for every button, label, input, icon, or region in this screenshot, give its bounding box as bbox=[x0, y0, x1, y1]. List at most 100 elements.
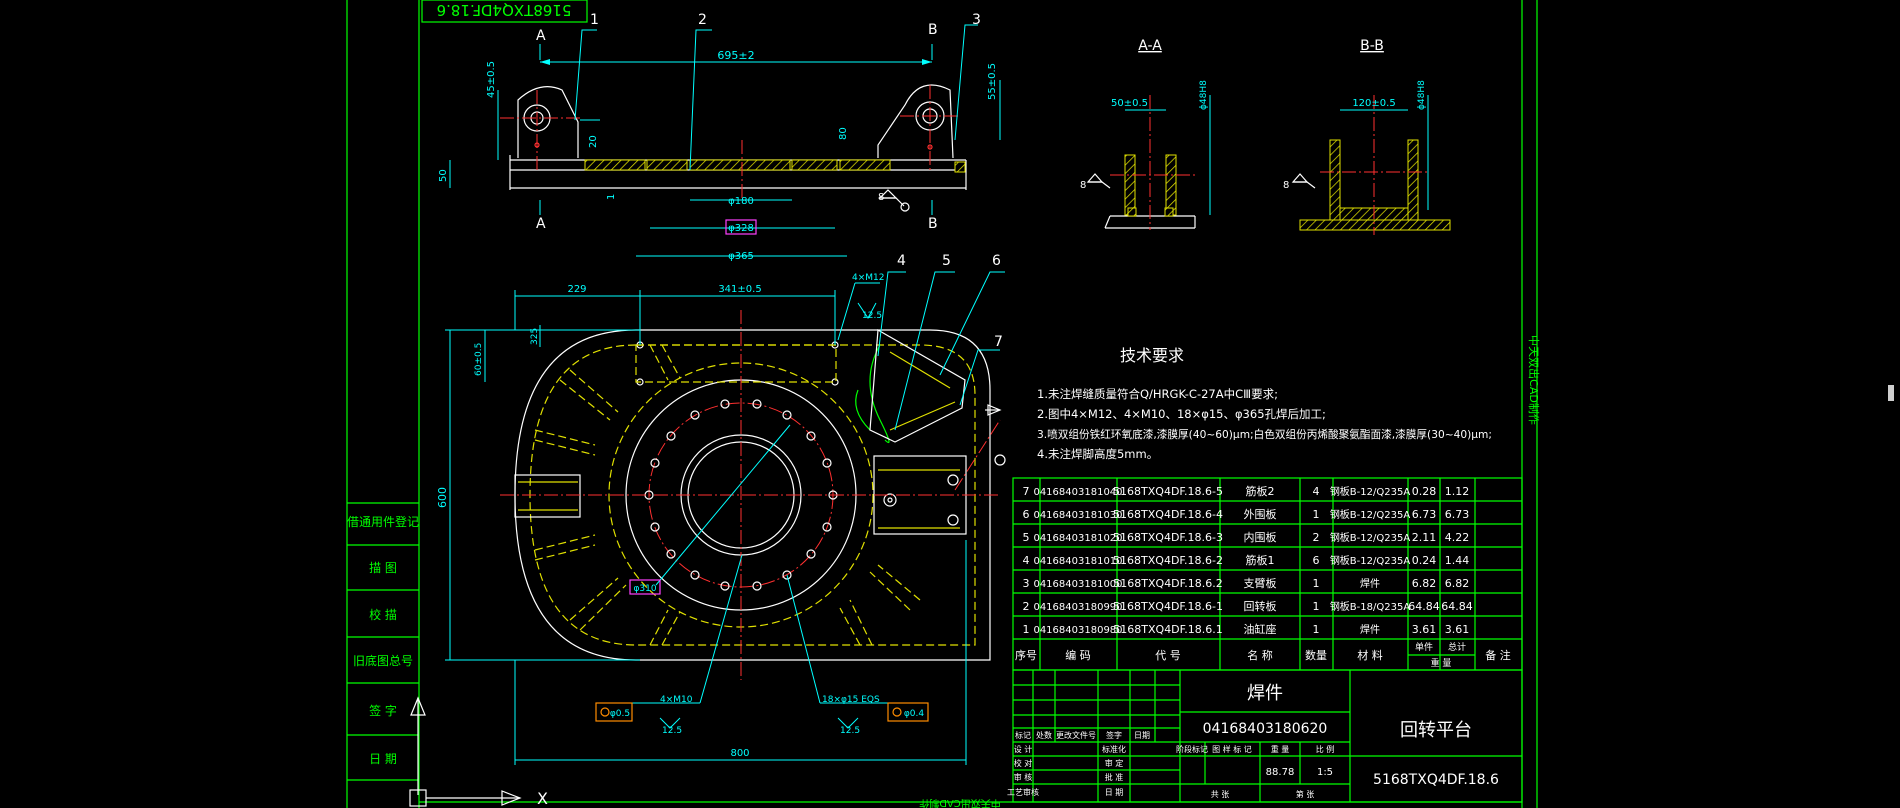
svg-text:X: X bbox=[537, 789, 548, 808]
svg-text:04168403180980: 04168403180980 bbox=[1033, 625, 1122, 636]
svg-text:2.11: 2.11 bbox=[1412, 531, 1437, 544]
svg-text:45±0.5: 45±0.5 bbox=[486, 61, 497, 98]
svg-text:φ328: φ328 bbox=[728, 223, 754, 234]
svg-text:焊件: 焊件 bbox=[1360, 624, 1380, 636]
svg-text:5: 5 bbox=[1023, 531, 1030, 544]
svg-text:标准化: 标准化 bbox=[1102, 744, 1126, 754]
svg-text:1: 1 bbox=[1313, 623, 1320, 636]
svg-text:A: A bbox=[536, 28, 546, 44]
svg-text:600: 600 bbox=[436, 487, 449, 508]
svg-text:341±0.5: 341±0.5 bbox=[718, 284, 761, 295]
svg-text:外围板: 外围板 bbox=[1244, 507, 1277, 521]
svg-text:审 定: 审 定 bbox=[1105, 758, 1124, 768]
part-label-7: 7 bbox=[994, 334, 1003, 350]
svg-text:回转板: 回转板 bbox=[1244, 599, 1277, 613]
svg-text:6.73: 6.73 bbox=[1445, 508, 1470, 521]
svg-text:4.22: 4.22 bbox=[1445, 531, 1470, 544]
svg-text:6.82: 6.82 bbox=[1445, 577, 1470, 590]
tech-req-line: 1.未注焊缝质量符合Q/HRGK-C-27A中CⅢ要求; bbox=[1037, 387, 1278, 401]
top-code-box: 5168TXQ4DF.18.6 bbox=[421, 0, 588, 23]
svg-text:审 核: 审 核 bbox=[1014, 772, 1033, 782]
svg-text:04168403180990: 04168403180990 bbox=[1033, 602, 1122, 613]
svg-text:钢板B-12/Q235A: 钢板B-12/Q235A bbox=[1330, 508, 1411, 521]
front-view: A A B B 695±2 45±0.5 50 20 1 80 55±0.5 φ… bbox=[438, 12, 1001, 262]
section-aa-title: A-A bbox=[1138, 38, 1162, 54]
svg-text:4: 4 bbox=[1313, 485, 1320, 498]
svg-text:比 例: 比 例 bbox=[1316, 744, 1335, 754]
table-row: 3 04168403181000 5168TXQ4DF.18.6.2 支臂板 1… bbox=[1023, 576, 1470, 590]
svg-text:批 准: 批 准 bbox=[1105, 772, 1124, 782]
svg-text:12.5: 12.5 bbox=[840, 726, 860, 736]
svg-text:2: 2 bbox=[1023, 600, 1030, 613]
section-aa: A-A 50±0.5 ϕ48H8 8 bbox=[1080, 38, 1211, 230]
svg-text:材 料: 材 料 bbox=[1357, 648, 1383, 662]
svg-text:3.61: 3.61 bbox=[1412, 623, 1437, 636]
part-label-1: 1 bbox=[590, 12, 599, 28]
svg-text:120±0.5: 120±0.5 bbox=[1352, 98, 1395, 109]
svg-text:B: B bbox=[928, 22, 938, 38]
svg-text:5168TXQ4DF.18.6-5: 5168TXQ4DF.18.6-5 bbox=[1113, 485, 1223, 498]
svg-text:229: 229 bbox=[567, 284, 586, 295]
strip-label: 校 描 bbox=[369, 607, 397, 622]
svg-text:φ365: φ365 bbox=[728, 251, 754, 262]
svg-text:5168TXQ4DF.18.6-2: 5168TXQ4DF.18.6-2 bbox=[1113, 554, 1223, 567]
svg-text:钢板B-18/Q235A: 钢板B-18/Q235A bbox=[1330, 600, 1411, 613]
title-scale: 1:5 bbox=[1317, 767, 1333, 778]
svg-text:2: 2 bbox=[1313, 531, 1320, 544]
ucs-icon: X bbox=[409, 696, 548, 808]
svg-text:04168403181000: 04168403181000 bbox=[1033, 579, 1122, 590]
svg-text:序号: 序号 bbox=[1015, 648, 1037, 662]
svg-text:数量: 数量 bbox=[1305, 649, 1327, 662]
strip-label: 签 字 bbox=[369, 703, 397, 718]
svg-text:50: 50 bbox=[438, 169, 449, 182]
table-row: 4 04168403181010 5168TXQ4DF.18.6-2 筋板1 6… bbox=[1023, 553, 1470, 567]
svg-text:18×φ15 EQS: 18×φ15 EQS bbox=[822, 695, 880, 705]
svg-text:名 称: 名 称 bbox=[1247, 648, 1273, 662]
part-label-2: 2 bbox=[698, 12, 707, 28]
svg-text:1: 1 bbox=[1023, 623, 1030, 636]
svg-text:5168TXQ4DF.18.6-1: 5168TXQ4DF.18.6-1 bbox=[1113, 600, 1223, 613]
title-drawing-no: 5168TXQ4DF.18.6 bbox=[1373, 772, 1499, 788]
svg-text:64.84: 64.84 bbox=[1408, 600, 1440, 613]
table-row: 2 04168403180990 5168TXQ4DF.18.6-1 回转板 1… bbox=[1023, 599, 1473, 613]
part-label-6: 6 bbox=[992, 253, 1001, 269]
svg-text:阶段标记: 阶段标记 bbox=[1176, 744, 1208, 754]
svg-text:共 张: 共 张 bbox=[1211, 790, 1230, 799]
svg-text:6.82: 6.82 bbox=[1412, 577, 1437, 590]
svg-text:60±0.5: 60±0.5 bbox=[474, 343, 484, 376]
svg-text:总计: 总计 bbox=[1448, 641, 1466, 653]
svg-text:B: B bbox=[928, 216, 938, 232]
side-label: 中天双出CAD制作 bbox=[1527, 335, 1541, 425]
svg-text:4: 4 bbox=[1023, 554, 1030, 567]
svg-text:1: 1 bbox=[1313, 600, 1320, 613]
svg-text:6.73: 6.73 bbox=[1412, 508, 1437, 521]
svg-text:12.5: 12.5 bbox=[862, 311, 882, 321]
svg-text:钢板B-12/Q235A: 钢板B-12/Q235A bbox=[1330, 485, 1411, 498]
svg-text:日期: 日期 bbox=[1134, 731, 1150, 740]
svg-text:0.28: 0.28 bbox=[1412, 485, 1437, 498]
svg-text:04168403181020: 04168403181020 bbox=[1033, 533, 1122, 544]
svg-text:5168TXQ4DF.18.6.2: 5168TXQ4DF.18.6.2 bbox=[1113, 577, 1222, 590]
scrollbar-thumb[interactable] bbox=[1888, 385, 1894, 401]
svg-text:ϕ48H8: ϕ48H8 bbox=[1417, 80, 1427, 110]
svg-text:φ0.4: φ0.4 bbox=[904, 709, 925, 719]
svg-text:筋板2: 筋板2 bbox=[1246, 484, 1275, 498]
svg-text:日 期: 日 期 bbox=[1105, 788, 1124, 797]
title-block: 标记 处数 更改文件号 签字 日期 设 计 校 对 审 核 工艺审核 标准化 审… bbox=[1007, 669, 1523, 803]
svg-text:50±0.5: 50±0.5 bbox=[1111, 98, 1148, 109]
svg-text:焊件: 焊件 bbox=[1360, 578, 1380, 590]
section-bb-title: B-B bbox=[1360, 38, 1384, 54]
title-name: 回转平台 bbox=[1400, 720, 1472, 741]
svg-text:处数: 处数 bbox=[1036, 730, 1052, 740]
svg-text:1: 1 bbox=[1313, 577, 1320, 590]
svg-text:单件: 单件 bbox=[1415, 641, 1433, 653]
svg-text:校 对: 校 对 bbox=[1014, 758, 1033, 768]
tech-req-line: 4.未注焊脚高度5mm。 bbox=[1037, 447, 1158, 461]
svg-text:5168TXQ4DF.18.6.1: 5168TXQ4DF.18.6.1 bbox=[1113, 623, 1222, 636]
part-label-4: 4 bbox=[897, 253, 906, 269]
svg-text:4×M10: 4×M10 bbox=[660, 695, 693, 705]
sheet-border bbox=[346, 0, 1894, 808]
svg-text:4×M12: 4×M12 bbox=[852, 273, 884, 283]
svg-text:编 码: 编 码 bbox=[1065, 648, 1091, 662]
